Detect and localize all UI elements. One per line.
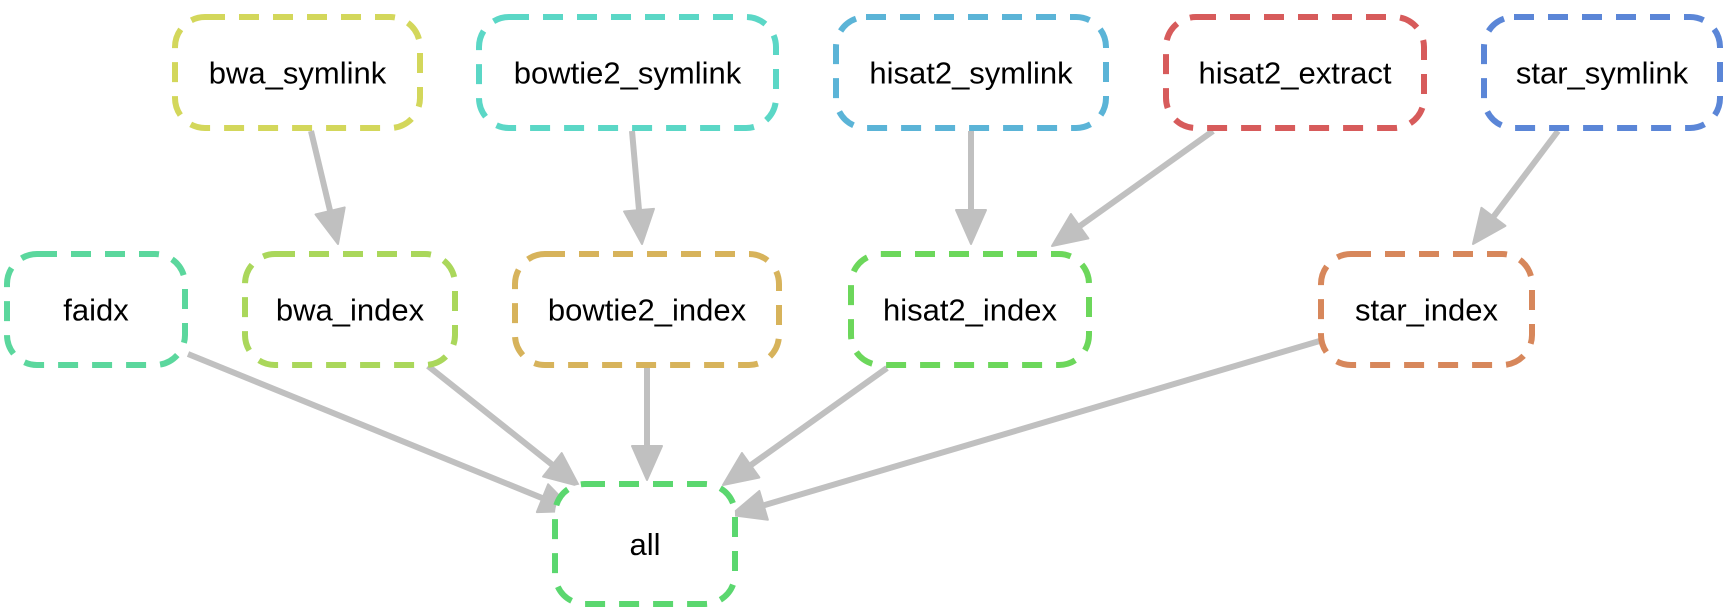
node-faidx[interactable]: faidx — [4, 251, 188, 368]
node-star_index[interactable]: star_index — [1318, 251, 1535, 368]
node-box — [1318, 251, 1535, 368]
nodes-layer: bwa_symlink bowtie2_symlink hisat2_symlink… — [4, 14, 1723, 607]
edge-star_symlink-to-star_index — [1472, 129, 1561, 245]
arrowhead-icon — [955, 209, 987, 245]
node-label: bwa_symlink — [209, 56, 387, 91]
edge-bowtie2_index-to-all — [631, 368, 663, 481]
edge-hisat2_symlink-to-hisat2_index — [955, 131, 987, 245]
edge-line — [186, 351, 544, 501]
edge-line — [1491, 129, 1561, 219]
arrowhead-icon — [1051, 213, 1090, 247]
edge-hisat2_index-to-all — [722, 365, 889, 486]
edge-hisat2_extract-to-hisat2_index — [1051, 128, 1215, 247]
node-box — [552, 481, 738, 607]
node-label: bowtie2_symlink — [514, 56, 742, 91]
node-box — [512, 251, 782, 368]
node-label: star_symlink — [1516, 56, 1689, 91]
edge-bowtie2_symlink-to-bowtie2_index — [623, 130, 655, 245]
node-label: bwa_index — [276, 293, 425, 328]
arrowhead-icon — [314, 206, 346, 245]
edge-line — [762, 337, 1324, 509]
node-box — [476, 14, 779, 131]
arrowhead-icon — [730, 489, 769, 521]
node-box — [172, 14, 423, 131]
arrowhead-icon — [542, 452, 580, 487]
node-hisat2_symlink[interactable]: hisat2_symlink — [833, 14, 1109, 131]
edge-line — [748, 365, 889, 468]
node-label: hisat2_symlink — [869, 56, 1073, 91]
node-bwa_index[interactable]: bwa_index — [242, 251, 458, 368]
node-all[interactable]: all — [552, 481, 738, 607]
edge-bwa_index-to-all — [426, 363, 580, 487]
node-box — [833, 14, 1109, 131]
edge-line — [629, 130, 642, 211]
node-label: hisat2_index — [883, 293, 1058, 328]
node-label: faidx — [63, 293, 129, 328]
node-box — [1163, 14, 1427, 131]
node-label: hisat2_extract — [1199, 56, 1392, 91]
arrowhead-icon — [722, 452, 761, 486]
node-hisat2_extract[interactable]: hisat2_extract — [1163, 14, 1427, 131]
node-box — [4, 251, 188, 368]
node-label: all — [629, 527, 660, 562]
edge-line — [1077, 128, 1215, 229]
edge-bwa_symlink-to-bwa_index — [308, 130, 346, 245]
node-hisat2_index[interactable]: hisat2_index — [848, 251, 1092, 368]
arrowhead-icon — [631, 445, 663, 481]
node-star_symlink[interactable]: star_symlink — [1481, 14, 1723, 131]
arrowhead-icon — [623, 207, 655, 245]
node-box — [242, 251, 458, 368]
node-box — [848, 251, 1092, 368]
node-bowtie2_symlink[interactable]: bowtie2_symlink — [476, 14, 779, 131]
node-label: star_index — [1355, 293, 1499, 328]
node-bwa_symlink[interactable]: bwa_symlink — [172, 14, 423, 131]
node-label: bowtie2_index — [548, 293, 747, 328]
arrowhead-icon — [1472, 206, 1507, 245]
node-box — [1481, 14, 1723, 131]
edge-line — [308, 130, 334, 212]
node-bowtie2_index[interactable]: bowtie2_index — [512, 251, 782, 368]
edge-star_index-to-all — [730, 337, 1324, 521]
edge-line — [426, 363, 555, 468]
